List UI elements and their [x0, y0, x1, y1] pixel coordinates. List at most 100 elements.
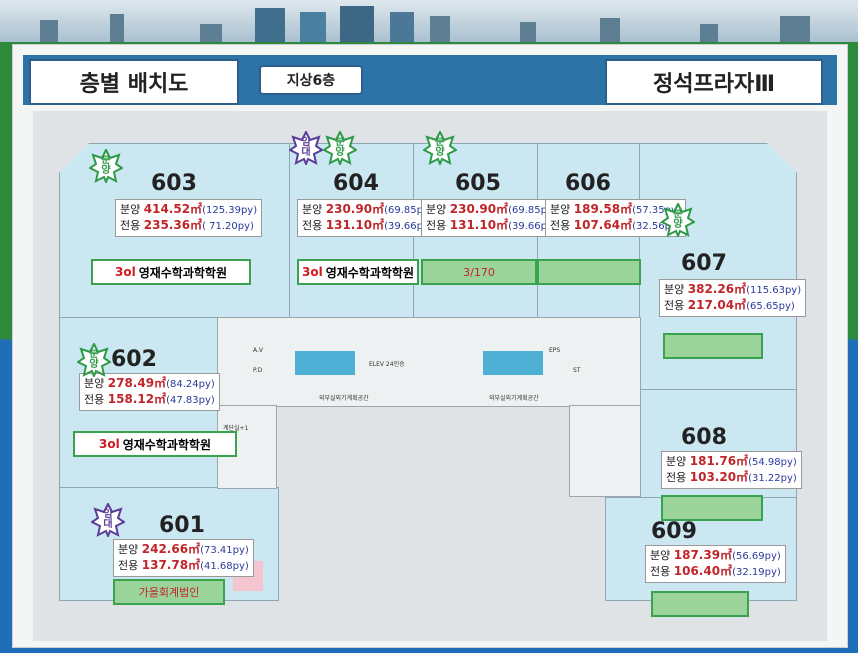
exclusive-py: (32.56py)	[632, 221, 681, 232]
sale-label: 분양	[120, 203, 141, 216]
exclusive-py: ( 71.20py)	[202, 221, 254, 232]
exclusive-area: 107.64㎡	[573, 218, 633, 232]
sale-py: (84.24py)	[166, 379, 215, 390]
toilet-left	[295, 351, 355, 375]
unit-number: 607	[681, 251, 727, 276]
sale-area: 189.58㎡	[573, 202, 633, 216]
core-eps: EPS	[549, 347, 561, 354]
sale-py: (73.41py)	[200, 545, 249, 556]
sale-label: 분양	[302, 203, 323, 216]
page-title: 층별 배치도	[29, 59, 239, 105]
unit-area-box: 분양 189.58㎡(57.35py) 전용 107.64㎡(32.56py)	[545, 199, 686, 237]
outer-space-right: 외부실외기계획공간	[489, 395, 539, 402]
exclusive-label: 전용	[118, 559, 139, 572]
unit-area-box: 분양 414.52㎡(125.39py) 전용 235.36㎡( 71.20py…	[115, 199, 263, 237]
tenant-logo: 3ol	[98, 437, 120, 451]
tenant-name: 가을회계법인	[138, 586, 200, 599]
sale-py: (69.85py)	[384, 205, 433, 216]
tenant-sign	[651, 591, 749, 617]
sale-area: 278.49㎡	[107, 376, 167, 390]
exclusive-py: (32.19py)	[732, 567, 781, 578]
header-bar: 층별 배치도 지상6층 정석프라자Ⅲ	[23, 55, 837, 105]
tenant-logo: 3ol	[301, 265, 323, 279]
unit-number: 609	[651, 519, 697, 544]
sale-area: 181.76㎡	[689, 454, 749, 468]
unit-number: 605	[455, 171, 501, 196]
unit-number: 604	[333, 171, 379, 196]
exclusive-area: 235.36㎡	[143, 218, 203, 232]
tenant-sign	[663, 333, 763, 359]
unit-area-box: 분양 382.26㎡(115.63py) 전용 217.04㎡(65.65py)	[659, 279, 807, 317]
sale-label: 분양	[84, 377, 105, 390]
exclusive-py: (47.83py)	[166, 395, 215, 406]
core-st: ST	[573, 367, 581, 374]
exclusive-area: 217.04㎡	[687, 298, 747, 312]
exclusive-area: 103.20㎡	[689, 470, 749, 484]
unit-area-box: 분양 242.66㎡(73.41py) 전용 137.78㎡(41.68py)	[113, 539, 254, 577]
sale-area: 242.66㎡	[141, 542, 201, 556]
unit-number: 601	[159, 513, 205, 538]
building-name: 정석프라자Ⅲ	[605, 59, 823, 105]
sale-py: (54.98py)	[748, 457, 797, 468]
sale-py: (69.85py)	[508, 205, 557, 216]
exclusive-py: (39.66py)	[384, 221, 433, 232]
unit-number: 603	[151, 171, 197, 196]
tenant-name: 영재수학과학학원	[122, 437, 212, 452]
sale-py: (115.63py)	[746, 285, 802, 296]
tenant-sign	[661, 495, 763, 521]
exclusive-label: 전용	[120, 219, 141, 232]
exclusive-area: 131.10㎡	[449, 218, 509, 232]
exclusive-py: (31.22py)	[748, 473, 797, 484]
floor-label: 지상6층	[259, 65, 363, 95]
exclusive-label: 전용	[666, 471, 687, 484]
exclusive-py: (65.65py)	[746, 301, 795, 312]
floor-plan: A.V P.D ELEV 24인승 EPS ST 외부실외기계획공간 외부실외기…	[33, 111, 827, 641]
unit-area-box: 분양 187.39㎡(56.69py) 전용 106.40㎡(32.19py)	[645, 545, 786, 583]
exclusive-area: 106.40㎡	[673, 564, 733, 578]
sale-area: 414.52㎡	[143, 202, 203, 216]
exclusive-py: (39.66py)	[508, 221, 557, 232]
sale-label: 분양	[550, 203, 571, 216]
unit-number: 602	[111, 347, 157, 372]
unit-area-box: 분양 278.49㎡(84.24py) 전용 158.12㎡(47.83py)	[79, 373, 220, 411]
tenant-name: 영재수학과학학원	[325, 265, 415, 280]
unit-area-box: 분양 230.90㎡(69.85py) 전용 131.10㎡(39.66py)	[297, 199, 438, 237]
exclusive-py: (41.68py)	[200, 561, 249, 572]
unit-area-box: 분양 230.90㎡(69.85py) 전용 131.10㎡(39.66py)	[421, 199, 562, 237]
toilet-right	[483, 351, 543, 375]
exclusive-label: 전용	[84, 393, 105, 406]
core-corridor	[217, 317, 641, 407]
exclusive-area: 137.78㎡	[141, 558, 201, 572]
sale-label: 분양	[426, 203, 447, 216]
outer-space-left: 외부실외기계획공간	[319, 395, 369, 402]
exclusive-area: 158.12㎡	[107, 392, 167, 406]
sale-area: 382.26㎡	[687, 282, 747, 296]
core-av: A.V	[253, 347, 264, 354]
unit-number: 606	[565, 171, 611, 196]
exclusive-label: 전용	[650, 565, 671, 578]
exclusive-label: 전용	[302, 219, 323, 232]
tenant-name: 영재수학과학학원	[138, 265, 228, 280]
unit-number: 608	[681, 425, 727, 450]
sale-py: (57.35py)	[632, 205, 681, 216]
unit-area-box: 분양 181.76㎡(54.98py) 전용 103.20㎡(31.22py)	[661, 451, 802, 489]
sale-label: 분양	[118, 543, 139, 556]
sale-area: 187.39㎡	[673, 548, 733, 562]
exclusive-label: 전용	[550, 219, 571, 232]
skyline-banner	[0, 0, 858, 42]
sale-area: 230.90㎡	[449, 202, 509, 216]
tenant-sign: 가을회계법인	[113, 579, 225, 605]
tenant-name: 3/170	[463, 265, 495, 279]
core-pd: P.D	[253, 367, 263, 374]
sale-label: 분양	[664, 283, 685, 296]
